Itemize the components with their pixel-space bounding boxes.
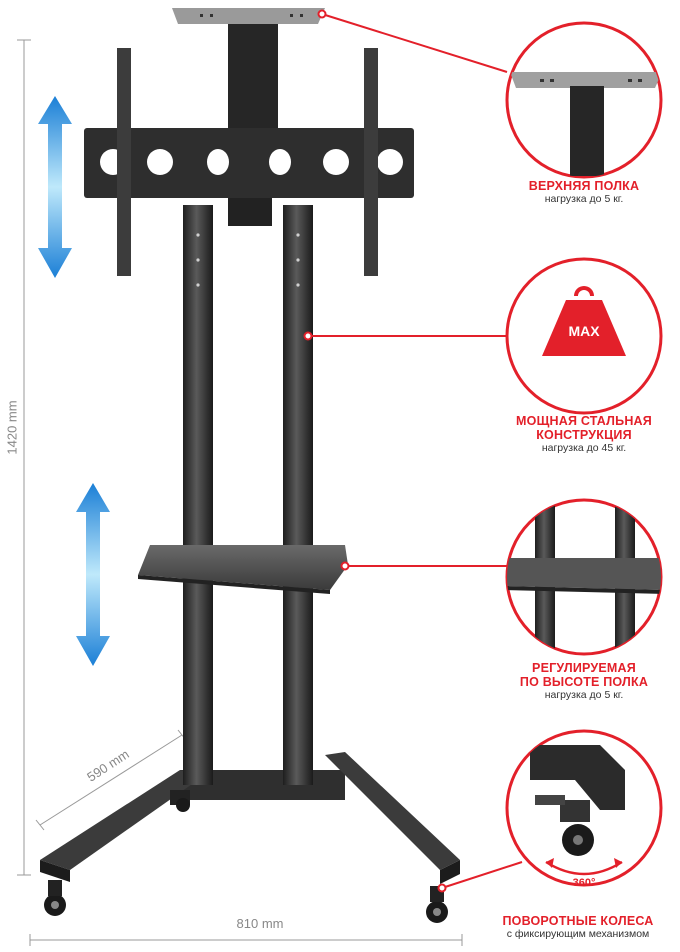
left-pole [183,205,213,785]
top-shelf [172,8,325,24]
callout-subtitle: нагрузка до 5 кг. [544,689,624,701]
rotation-360-icon: 360° [545,858,623,889]
shelf-height-arrow-icon [76,483,110,666]
weight-icon: MAX [542,286,626,356]
callout-steel-frame: МОЩНАЯ СТАЛЬНАЯ КОНСТРУКЦИЯ нагрузка до … [484,414,680,455]
rotation-label: 360° [573,877,596,889]
width-dimension-label: 810 mm [236,916,284,931]
right-pole [283,205,313,785]
mount-height-arrow-icon [38,96,72,278]
caster-wheel-icon [426,886,448,923]
height-dimension-label: 1420 mm [4,400,20,455]
middle-shelf [138,545,348,594]
callout-subtitle: нагрузка до 5 кг. [544,193,624,205]
callout-title: ПОВОРОТНЫЕ КОЛЕСА [502,914,654,928]
top-shelf-column [228,18,278,128]
callout-title: ВЕРХНЯЯ ПОЛКА [528,179,640,193]
max-badge-label: MAX [568,323,600,339]
callout-title: РЕГУЛИРУЕМАЯ [532,661,636,675]
tv-mount-bracket [84,48,414,276]
callout-subtitle: нагрузка до 45 кг. [541,442,627,454]
middle-shelf-detail-circle [505,498,663,656]
callout-title-line2: ПО ВЫСОТЕ ПОЛКА [519,675,649,689]
top-shelf-detail-circle [505,21,663,179]
caster-wheel-icon [176,798,190,812]
callout-adjustable-shelf: РЕГУЛИРУЕМАЯ ПО ВЫСОТЕ ПОЛКА нагрузка до… [484,661,680,702]
callout-title-line2: КОНСТРУКЦИЯ [536,428,632,442]
caster-wheel-icon [44,880,66,916]
height-dimension-line [17,39,31,876]
callout-subtitle: с фиксирующим механизмом [506,928,650,940]
callout-casters: ПОВОРОТНЫЕ КОЛЕСА с фиксирующим механизм… [478,914,678,941]
width-dimension-line [29,934,463,946]
caster-detail-circle [505,729,663,887]
callout-title: МОЩНАЯ СТАЛЬНАЯ [516,414,652,428]
callout-lines [308,13,523,889]
callout-top-shelf: ВЕРХНЯЯ ПОЛКА нагрузка до 5 кг. [484,179,680,206]
